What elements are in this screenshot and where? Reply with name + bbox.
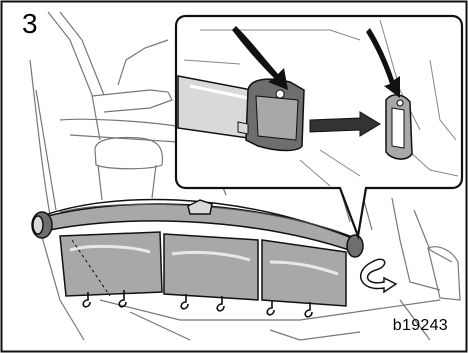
step-number: 3: [22, 10, 38, 38]
pin-icon: [276, 90, 284, 98]
figure-code: b19243: [393, 318, 448, 334]
